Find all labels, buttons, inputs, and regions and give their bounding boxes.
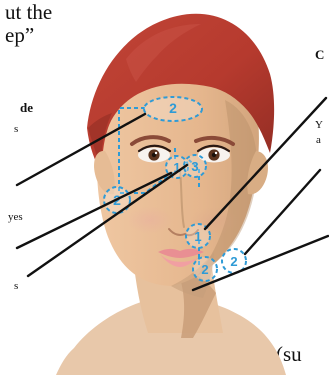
eye-left-highlight xyxy=(155,152,157,154)
marker-nose-bridge-right: 3 xyxy=(191,159,198,174)
eye-right-highlight xyxy=(215,152,217,154)
marker-brow-center: 2 xyxy=(169,100,177,116)
marker-jaw-right: 2 xyxy=(230,254,237,269)
marker-cheek: 1 xyxy=(194,229,201,244)
marker-jaw-left: 2 xyxy=(201,262,208,277)
blush-left xyxy=(127,206,173,234)
